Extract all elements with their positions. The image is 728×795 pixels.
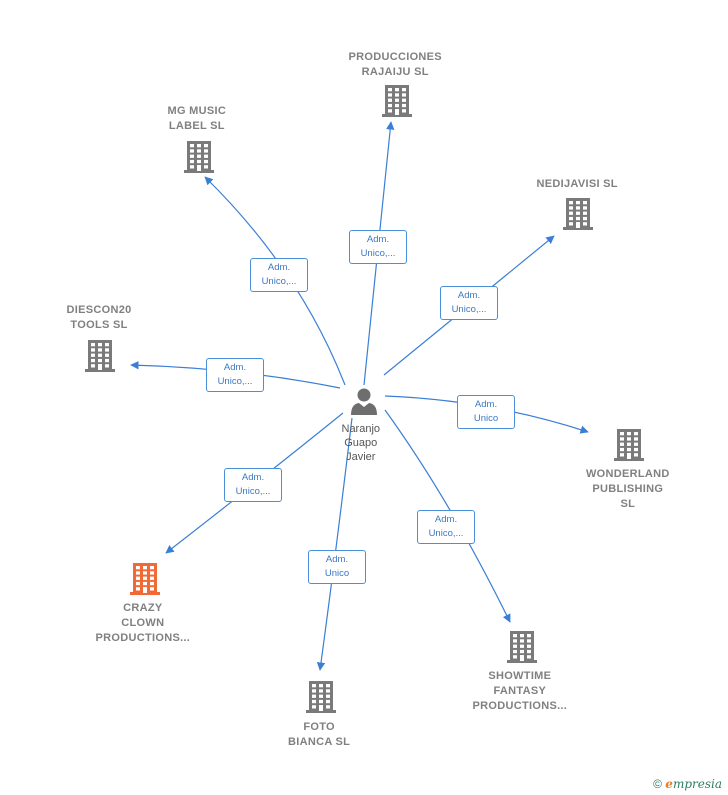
building-icon[interactable]: [382, 85, 412, 117]
relation-label-line: Adm.: [474, 399, 498, 410]
relation-label-line: Adm.: [325, 554, 349, 565]
relation-label-line: Adm.: [223, 362, 247, 373]
building-icon[interactable]: [306, 681, 336, 713]
company-label-wonderland-publishing[interactable]: WONDERLAND PUBLISHING SL: [586, 467, 670, 512]
company-label-foto-bianca[interactable]: FOTO BIANCA SL: [288, 720, 350, 750]
company-label-line: NEDIJAVISI SL: [536, 178, 618, 190]
relation-label-line: Unico,...: [261, 276, 297, 287]
company-label-line: CRAZY: [123, 602, 163, 614]
brand-logo: empresia: [665, 777, 722, 791]
person-name-line: Naranjo: [341, 423, 381, 435]
company-label-line: BIANCA SL: [288, 736, 351, 748]
relation-label-nedijavisi[interactable]: Adm. Unico,...: [440, 286, 498, 320]
relation-label-line: Unico,...: [451, 304, 487, 315]
building-icon[interactable]: [563, 198, 593, 230]
person-name-line: Guapo: [344, 437, 378, 449]
relation-label-line: Unico,...: [360, 248, 396, 259]
relation-label-line: Adm.: [366, 234, 390, 245]
relation-label-line: Adm.: [434, 514, 458, 525]
company-label-line: PRODUCTIONS...: [472, 700, 568, 712]
relation-label-line: Unico,...: [217, 376, 253, 387]
edge-showtime-fantasy-productions: [384, 409, 511, 623]
company-label-line: WONDERLAND: [586, 468, 670, 480]
building-icon[interactable]: [130, 563, 160, 595]
relation-label-crazy-clown-productions[interactable]: Adm. Unico,...: [224, 468, 282, 502]
company-label-line: PRODUCCIONES: [348, 51, 442, 63]
relation-label-line: Unico: [324, 568, 350, 579]
company-label-line: DIESCON20: [66, 304, 132, 316]
company-label-line: PUBLISHING: [592, 483, 664, 495]
relation-label-line: Adm.: [457, 290, 481, 301]
person-name-line: Javier: [346, 451, 376, 463]
building-icon[interactable]: [184, 141, 214, 173]
company-label-line: LABEL SL: [168, 120, 225, 132]
company-label-line: SL: [620, 498, 636, 510]
relation-label-foto-bianca[interactable]: Adm. Unico: [308, 550, 366, 584]
company-label-crazy-clown-productions[interactable]: CRAZY CLOWN PRODUCTIONS...: [96, 601, 191, 646]
company-label-line: RAJAIJU SL: [361, 66, 429, 78]
building-icon[interactable]: [614, 429, 644, 461]
relation-label-line: Adm.: [267, 262, 291, 273]
relation-label-mg-music-label[interactable]: Adm. Unico,...: [250, 258, 308, 292]
company-label-showtime-fantasy-productions[interactable]: SHOWTIME FANTASY PRODUCTIONS...: [473, 669, 568, 714]
building-icon[interactable]: [85, 340, 115, 372]
relation-label-showtime-fantasy-productions[interactable]: Adm. Unico,...: [417, 510, 475, 544]
relation-label-line: Unico: [473, 413, 499, 424]
company-label-mg-music-label[interactable]: MG MUSIC LABEL SL: [168, 104, 227, 134]
company-label-line: FANTASY: [493, 685, 547, 697]
company-label-line: TOOLS SL: [70, 319, 128, 331]
person-icon[interactable]: [351, 388, 377, 416]
relation-label-line: Unico,...: [428, 528, 464, 539]
company-label-producciones-rajaiju[interactable]: PRODUCCIONES RAJAIJU SL: [349, 50, 442, 80]
relation-label-wonderland-publishing[interactable]: Adm. Unico: [457, 395, 515, 429]
company-label-line: MG MUSIC: [167, 105, 227, 117]
relation-label-diescon20-tools[interactable]: Adm. Unico,...: [206, 358, 264, 392]
company-label-nedijavisi[interactable]: NEDIJAVISI SL: [537, 177, 618, 192]
company-label-line: PRODUCTIONS...: [95, 632, 191, 644]
footer-brand[interactable]: © empresia: [653, 777, 722, 791]
company-label-line: FOTO: [303, 721, 335, 733]
company-label-line: CLOWN: [121, 617, 165, 629]
relation-label-line: Unico,...: [235, 486, 271, 497]
building-icon[interactable]: [507, 631, 537, 663]
copyright-symbol: ©: [653, 777, 662, 791]
company-label-line: SHOWTIME: [488, 670, 552, 682]
relation-label-producciones-rajaiju[interactable]: Adm. Unico,...: [349, 230, 407, 264]
relation-label-line: Adm.: [241, 472, 265, 483]
